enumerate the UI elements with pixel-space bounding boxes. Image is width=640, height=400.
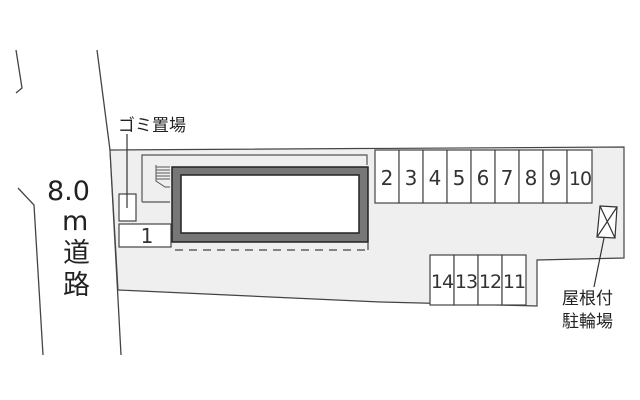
space-label: 6 (477, 166, 490, 190)
road-unit-label: m (62, 206, 88, 237)
road-width-label: 8.0 (47, 176, 90, 207)
space-label: 2 (381, 166, 394, 190)
bike-label-line1: 屋根付 (562, 289, 613, 309)
space-label: 9 (549, 166, 562, 190)
parking-space-11[interactable] (501, 254, 527, 306)
bicycle-parking-icon (596, 205, 618, 239)
space-label: 7 (501, 166, 514, 190)
building-perimeter (141, 154, 368, 202)
parking-space-14[interactable] (429, 254, 455, 306)
parking-space-7[interactable] (494, 149, 520, 204)
space-label: 14 (431, 271, 454, 293)
road-char-2: 路 (63, 270, 90, 301)
space-label: 5 (453, 166, 466, 190)
parking-space-1[interactable] (118, 223, 172, 248)
parking-space-2[interactable] (374, 149, 400, 204)
bike-leader-line (593, 237, 605, 288)
parking-space-12[interactable] (477, 254, 503, 306)
road-char-1: 道 (63, 238, 90, 269)
road-left-edge-bottom (17, 187, 44, 356)
stairs-icon (155, 165, 170, 188)
space-label: 10 (569, 168, 591, 190)
bike-label-line2: 駐輪場 (562, 312, 613, 332)
parking-bottom-row (429, 254, 527, 306)
parking-space-8[interactable] (518, 149, 544, 204)
road-left-edge-top (15, 49, 23, 94)
space-1-label: 1 (141, 224, 154, 248)
space-label: 13 (455, 271, 477, 293)
parking-space-4[interactable] (422, 149, 448, 204)
garbage-label: ゴミ置場 (118, 115, 186, 136)
parking-space-10[interactable] (566, 149, 593, 204)
parking-space-9[interactable] (542, 149, 568, 204)
space-label: 8 (525, 166, 538, 190)
parking-space-6[interactable] (470, 149, 496, 204)
parking-top-row (374, 149, 593, 204)
space-label: 4 (429, 166, 442, 190)
space-label: 11 (503, 271, 525, 293)
space-label: 3 (405, 166, 418, 190)
parking-space-13[interactable] (453, 254, 479, 306)
space-label: 12 (479, 271, 501, 293)
